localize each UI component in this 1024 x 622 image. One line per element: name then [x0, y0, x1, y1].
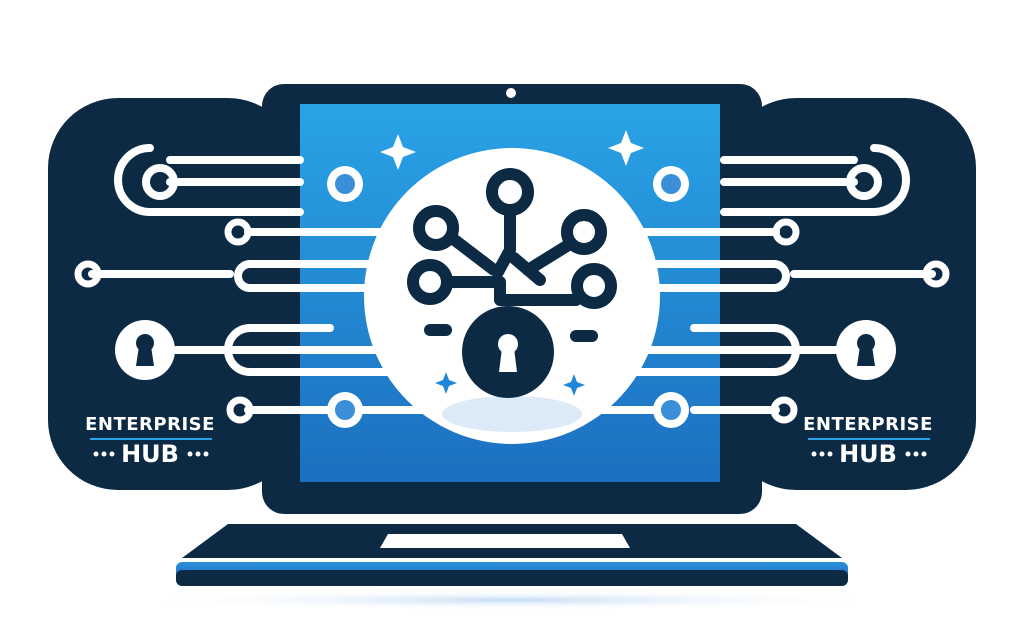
center-lock-icon	[462, 306, 554, 398]
camera-dot	[506, 88, 516, 98]
left-brand-dots	[93, 451, 209, 457]
right-brand-line2: HUB	[839, 440, 897, 468]
left-brand-line2: HUB	[121, 440, 179, 468]
left-brand-label: ENTERPRISE HUB	[85, 414, 215, 468]
left-side-panel	[48, 98, 298, 490]
right-brand-dots	[811, 451, 927, 457]
right-side-panel	[726, 98, 976, 490]
small-sparkle-icons	[435, 372, 585, 396]
center-badge-shadow	[442, 396, 582, 432]
left-brand-line1: ENTERPRISE	[85, 414, 215, 435]
left-keyhole-icon	[115, 320, 175, 380]
right-brand-label: ENTERPRISE HUB	[803, 414, 933, 468]
right-brand-line1: ENTERPRISE	[803, 414, 933, 435]
network-lock-icon	[407, 168, 617, 342]
sparkle-icons	[380, 130, 644, 170]
laptop-base	[132, 524, 892, 610]
right-keyhole-icon	[836, 320, 896, 380]
right-circuit-nodes	[653, 164, 950, 428]
left-circuit-nodes	[74, 164, 363, 428]
